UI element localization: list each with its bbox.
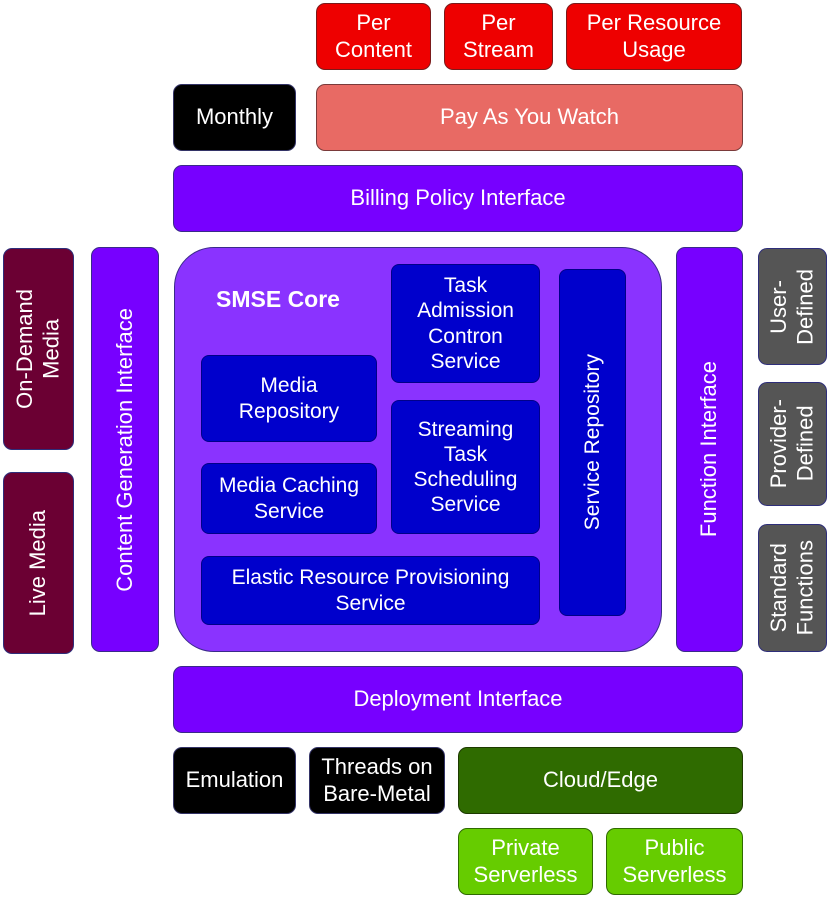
media-caching-service: Media Caching Service	[201, 463, 377, 534]
elastic-resource-provisioning-service: Elastic Resource Provisioning Service	[201, 556, 540, 625]
cloud-edge-box: Cloud/Edge	[458, 747, 743, 814]
user-defined-label: User- Defined	[766, 268, 818, 345]
service-repository: Service Repository	[559, 269, 626, 616]
function-interface-label: Function Interface	[696, 361, 722, 538]
private-serverless-box: Private Serverless	[458, 828, 593, 895]
per-resource-usage-box: Per Resource Usage	[566, 3, 742, 70]
public-serverless-box: Public Serverless	[606, 828, 743, 895]
live-media-label: Live Media	[25, 509, 51, 617]
user-defined-box: User- Defined	[758, 248, 827, 365]
live-media-box: Live Media	[3, 472, 74, 654]
emulation-box: Emulation	[173, 747, 296, 814]
threads-on-bare-metal-box: Threads on Bare-Metal	[309, 747, 445, 814]
service-repository-label: Service Repository	[580, 354, 604, 531]
on-demand-media-box: On-Demand Media	[3, 248, 74, 450]
standard-functions-box: Standard Functions	[758, 524, 827, 652]
task-admission-control-service: Task Admission Contron Service	[391, 264, 540, 383]
on-demand-media-label: On-Demand Media	[12, 289, 64, 409]
media-repository: Media Repository	[201, 355, 377, 442]
monthly-box: Monthly	[173, 84, 296, 151]
provider-defined-label: Provider- Defined	[766, 399, 818, 489]
provider-defined-box: Provider- Defined	[758, 382, 827, 506]
standard-functions-label: Standard Functions	[766, 540, 818, 636]
streaming-task-scheduling-service: Streaming Task Scheduling Service	[391, 400, 540, 534]
content-generation-interface-label: Content Generation Interface	[111, 307, 137, 592]
billing-policy-interface: Billing Policy Interface	[173, 165, 743, 232]
per-content-box: Per Content	[316, 3, 431, 70]
function-interface: Function Interface	[676, 247, 743, 652]
smse-core-title: SMSE Core	[216, 286, 340, 312]
content-generation-interface: Content Generation Interface	[91, 247, 159, 652]
per-stream-box: Per Stream	[444, 3, 553, 70]
deployment-interface: Deployment Interface	[173, 666, 743, 733]
pay-as-you-watch-box: Pay As You Watch	[316, 84, 743, 151]
